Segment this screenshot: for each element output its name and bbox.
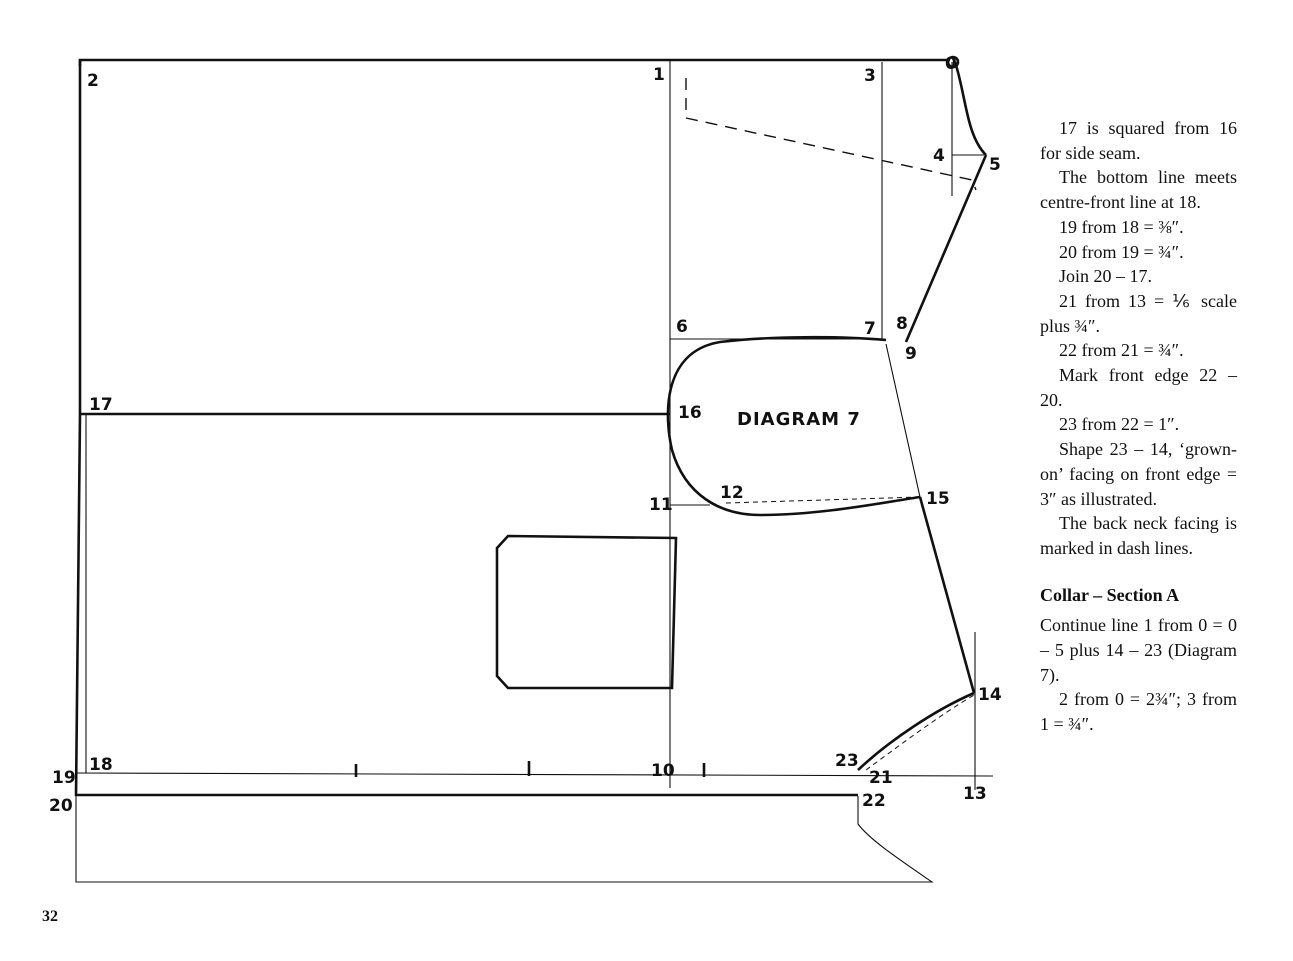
point-label-6: 6 [676,317,688,337]
point-label-21: 21 [869,768,893,788]
bottom-line-19-13 [75,772,994,777]
point-label-23: 23 [835,751,859,771]
point-label-9: 9 [905,344,917,364]
instruction-text: 2 from 0 = 2¾″; 3 from 1 = ¾″. [1040,689,1237,735]
point-label-10: 10 [651,761,675,781]
point-label-17: 17 [89,395,113,415]
armhole-curve [666,335,921,517]
shoulder-5-9 [904,154,988,343]
instruction-text: 17 is squared from 16 for side seam. [1040,118,1237,163]
point-label-19: 19 [52,768,76,788]
pocket-outline [495,534,678,690]
lower-band [75,796,934,883]
instruction-text: 20 from 19 = ¾″. [1059,241,1184,262]
point-label-11: 11 [649,495,673,515]
instruction-text: 23 from 22 = 1″. [1059,414,1180,435]
side-15-14 [918,496,976,694]
point-label-1: 1 [653,65,665,85]
instruction-text: Mark front edge 22 – 20. [1040,365,1237,410]
point-label-14: 14 [978,685,1002,705]
point-label-3: 3 [864,66,876,86]
point-0-circle [946,55,960,69]
top-outline [78,58,950,66]
point-label-15: 15 [926,489,950,509]
instruction-text: 19 from 18 = ⅜″. [1059,216,1184,237]
neckline-0-5 [953,61,987,156]
diagram-title: DIAGRAM 7 [737,409,861,430]
side-seam-17-20 [74,413,82,797]
instruction-text: 22 from 21 = ¾″. [1059,340,1184,361]
instruction-text: 21 from 13 = ⅙ scale plus ¾″. [1040,290,1237,336]
point-label-2: 2 [87,71,99,91]
instructions-column: 17 is squared from 16 for side seam. The… [1040,116,1237,737]
point-label-0: 0 [945,54,957,74]
page-number: 32 [42,908,58,925]
instruction-text: Continue line 1 from 0 = 0 – 5 plus 14 –… [1040,615,1237,685]
line-9-15 [885,343,921,498]
point-label-16: 16 [678,403,702,423]
point-label-7: 7 [864,319,876,339]
point-label-13: 13 [963,784,987,804]
point-label-22: 22 [862,791,886,811]
point-label-20: 20 [49,796,73,816]
instruction-text: The bottom line meets centre-front line … [1040,167,1237,213]
instruction-text: Shape 23 – 14, ‘grown-on’ facing on fron… [1040,439,1237,509]
front-shaping-23-14 [857,691,975,771]
point-label-12: 12 [720,483,744,503]
back-neck-facing-dashed [685,78,977,191]
point-label-4: 4 [933,146,945,166]
collar-heading: Collar – Section A [1040,584,1180,605]
point-label-18: 18 [89,755,113,775]
instruction-text: The back neck facing is marked in dash l… [1040,513,1237,558]
point-label-5: 5 [989,155,1001,175]
instruction-text: Join 20 – 17. [1059,266,1153,287]
point-label-8: 8 [896,314,908,334]
front-facing-dashed [865,694,975,771]
